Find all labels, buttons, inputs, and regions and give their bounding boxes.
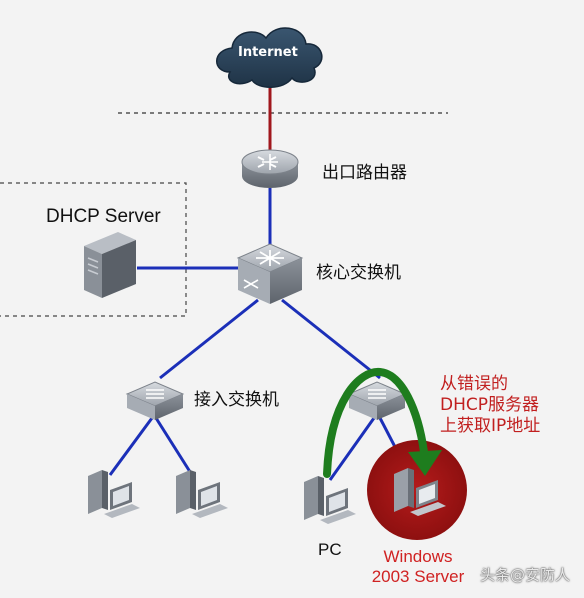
access-switch-label: 接入交换机: [194, 390, 279, 410]
watermark: 头条@安防人: [480, 566, 571, 584]
access-switch-left-icon: [125, 381, 185, 420]
dhcp-server-label: DHCP Server: [46, 206, 161, 227]
core-access-right-link: [281, 298, 381, 380]
dhcp-server-zone: [0, 182, 187, 317]
workstation-2-icon: [176, 470, 228, 518]
rogue-dhcp-arrow: [323, 367, 428, 478]
pc-label: PC: [318, 540, 342, 559]
pc-icon: [304, 476, 356, 524]
rogue-server-label-line-2: 2003 Server: [371, 567, 465, 586]
annotation-line-2: DHCP服务器: [440, 395, 539, 415]
router-label: 出口路由器: [322, 163, 407, 183]
core-switch-label: 核心交换机: [316, 263, 401, 283]
rogue-server-icon: [394, 468, 446, 516]
rogue-server-label: Windows 2003 Server: [364, 547, 472, 587]
access-left-pc2-link: [154, 417, 194, 476]
dhcp-server-icon: [84, 232, 136, 298]
workstation-1-icon: [88, 470, 140, 518]
rogue-server-label-line-1: Windows: [383, 547, 453, 566]
rogue-dhcp-annotation: 从错误的 DHCP服务器 上获取IP地址: [440, 374, 580, 437]
access-left-pc1-link: [108, 417, 154, 476]
router-icon: [241, 149, 299, 188]
access-switch-right-icon: [347, 381, 407, 420]
rogue-dhcp-arrowhead: [408, 450, 442, 476]
core-switch-icon: [236, 243, 304, 304]
internet-cloud-icon: [216, 27, 323, 88]
annotation-line-3: 上获取IP地址: [440, 416, 541, 436]
core-access-left-link: [159, 298, 259, 380]
annotation-line-1: 从错误的: [440, 374, 508, 394]
internet-label: Internet: [238, 45, 298, 60]
access-right-pc-link: [328, 417, 376, 481]
